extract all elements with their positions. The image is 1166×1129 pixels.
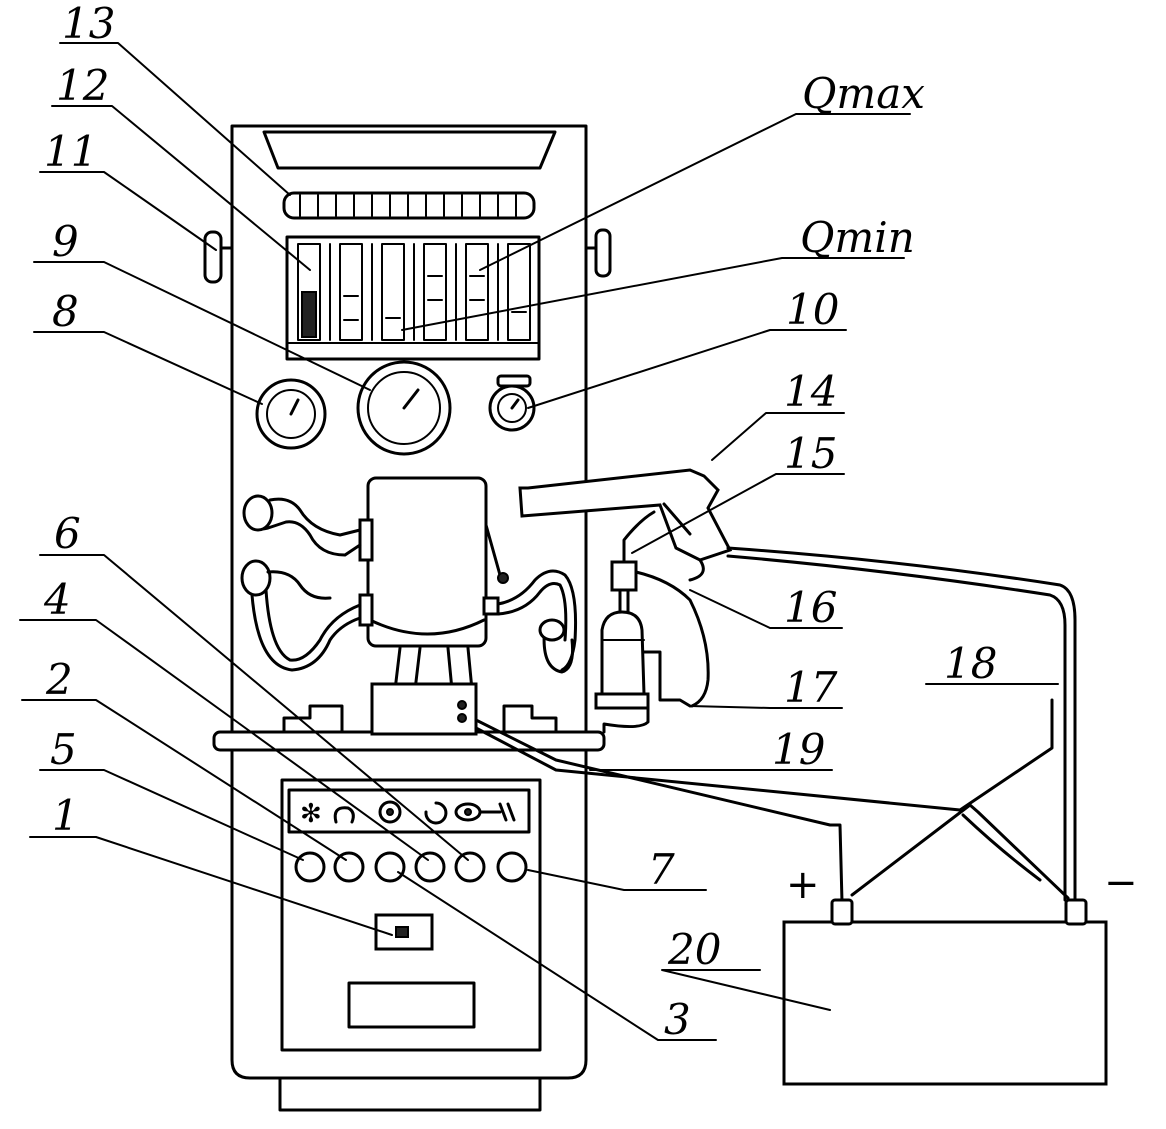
label-qmin: Qmin (800, 213, 915, 262)
label-20: 20 (667, 925, 721, 974)
label-13: 13 (62, 0, 115, 48)
battery-minus-sign: − (1104, 860, 1138, 906)
injector-assembly (518, 468, 1077, 902)
battery-plus-sign: + (786, 862, 820, 908)
fuel-filter-block (282, 476, 558, 736)
label-6: 6 (54, 509, 81, 558)
control-indicator-strip: ✻ (287, 788, 531, 834)
button-6[interactable] (454, 851, 486, 883)
gauge-8 (255, 378, 327, 450)
graduated-scale-bar (282, 191, 536, 220)
hose-right (496, 569, 578, 674)
label-2: 2 (45, 655, 73, 704)
side-handle-left (203, 230, 234, 284)
label-11: 11 (44, 127, 97, 176)
label-3: 3 (664, 995, 691, 1044)
leader-lines (19, 42, 1059, 1041)
svg-text:✻: ✻ (300, 799, 322, 829)
button-3[interactable] (374, 851, 406, 883)
label-4: 4 (43, 575, 71, 624)
measuring-beakers (285, 235, 541, 361)
button-7[interactable] (496, 851, 528, 883)
button-2[interactable] (333, 851, 365, 883)
button-4[interactable] (414, 851, 446, 883)
gauge-10 (488, 374, 536, 432)
part-labels: 13 12 11 9 8 6 4 2 5 1 Qmax Qmin 10 14 1… (43, 0, 1138, 1044)
label-10: 10 (786, 285, 839, 334)
battery (782, 898, 1108, 1086)
label-19: 19 (772, 725, 825, 774)
battery-cables (474, 698, 1070, 904)
label-12: 12 (56, 61, 109, 110)
label-14: 14 (784, 367, 837, 416)
gauge-9 (356, 360, 452, 456)
label-17: 17 (784, 663, 838, 712)
button-5[interactable] (294, 851, 326, 883)
label-9: 9 (52, 217, 79, 266)
side-handle-right (584, 228, 612, 278)
label-7: 7 (648, 845, 675, 894)
lower-panel-window (347, 981, 476, 1029)
label-1: 1 (52, 791, 79, 840)
label-5: 5 (50, 725, 77, 774)
label-15: 15 (784, 429, 837, 478)
label-8: 8 (52, 287, 79, 336)
hose-left (240, 494, 362, 672)
label-qmax: Qmax (802, 69, 925, 118)
label-16: 16 (784, 583, 837, 632)
control-buttons-row (294, 851, 528, 883)
label-18: 18 (944, 639, 997, 688)
